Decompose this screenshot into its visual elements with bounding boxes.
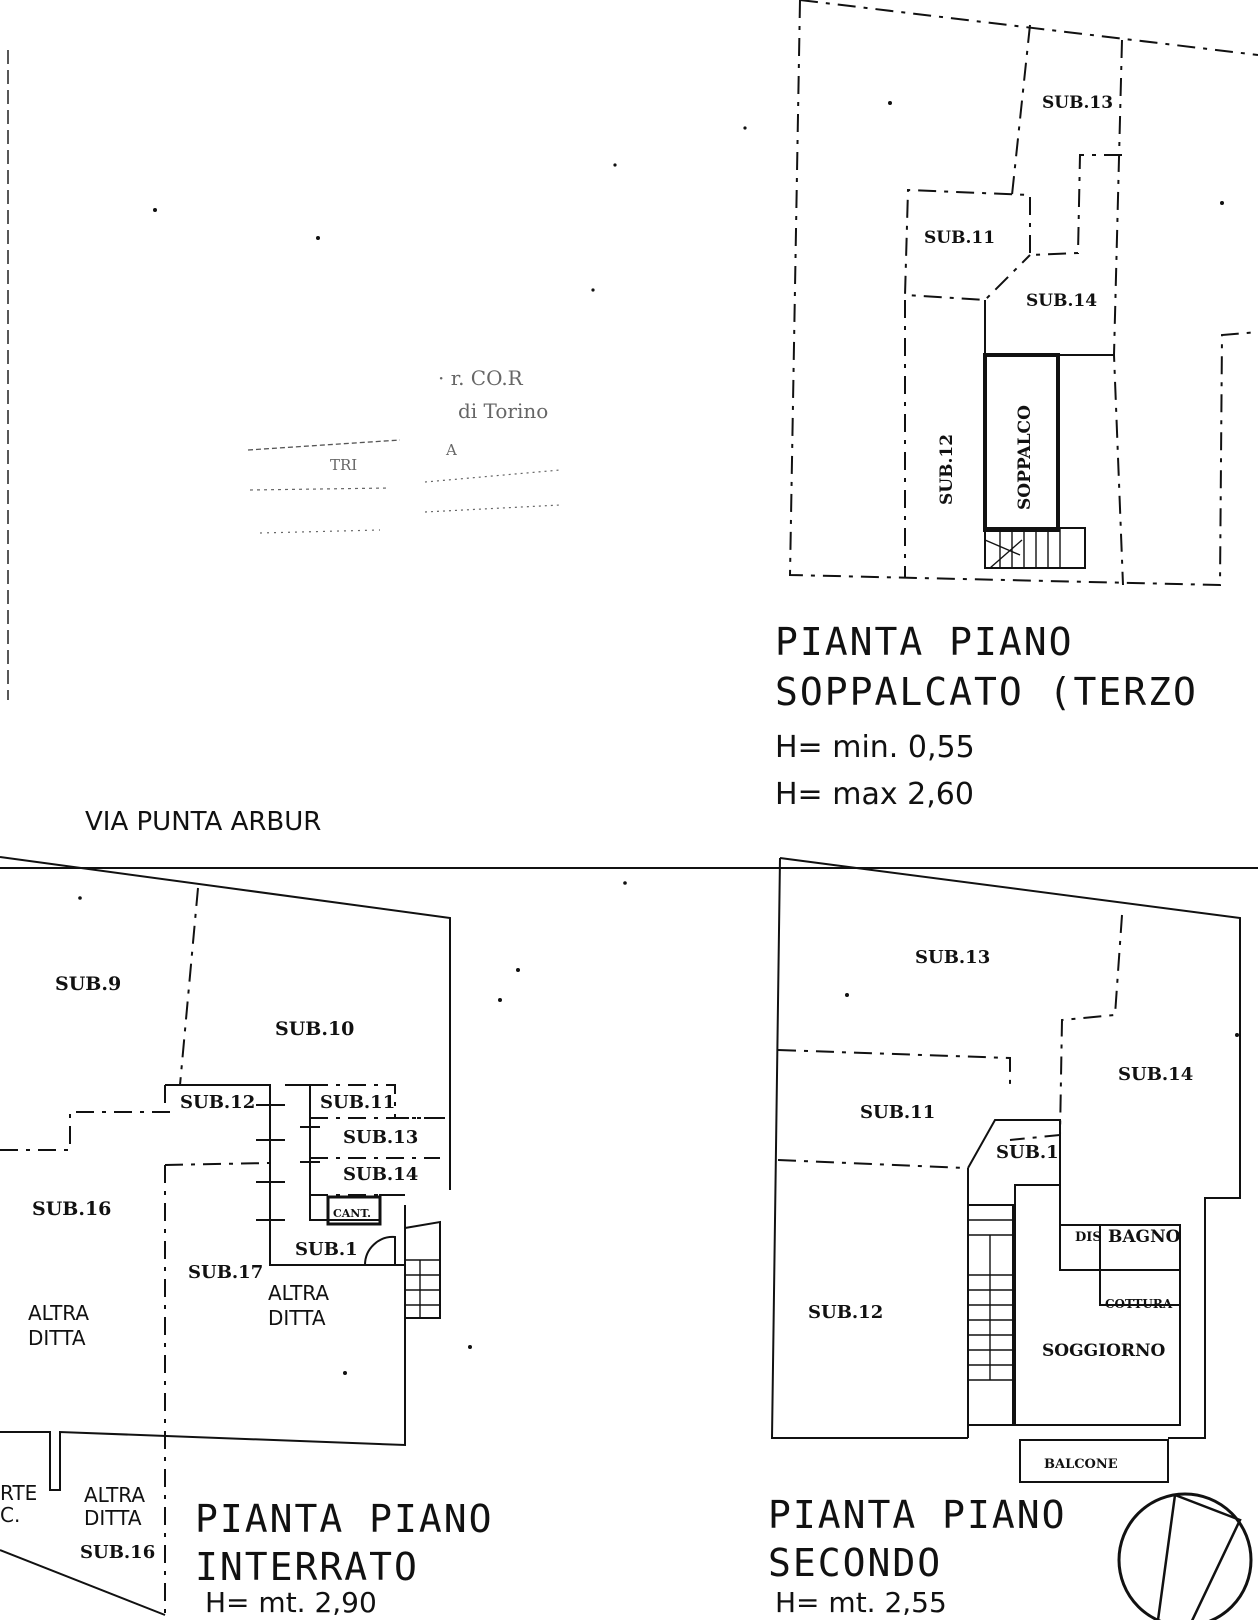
room-sub14-terzo: SUB.14 <box>1026 291 1097 311</box>
stair-terzo <box>984 527 1086 569</box>
room-sub14-secondo: SUB.14 <box>1118 1064 1193 1085</box>
room-sub11-terzo: SUB.11 <box>924 228 995 248</box>
speckles <box>78 101 1239 1375</box>
stair-interrato <box>404 1220 441 1319</box>
room-sub14-interrato: SUB.14 <box>343 1164 418 1185</box>
plan-secondo: SUB.13 SUB.14 SUB.11 SUB.1 DIS BAGNO COT… <box>768 857 1241 1619</box>
plan-title-interrato-line2: INTERRATO <box>195 1545 419 1589</box>
height-secondo: H= mt. 2,55 <box>775 1586 947 1619</box>
room-soggiorno: SOGGIORNO <box>1042 1341 1166 1361</box>
room-sub12-secondo: SUB.12 <box>808 1302 883 1323</box>
plan-title-secondo-line2: SECONDO <box>768 1541 942 1585</box>
stamp: · r. CO.R di Torino TRI A <box>247 366 561 534</box>
room-sub11-interrato: SUB.11 <box>320 1092 395 1113</box>
spiral-stair-interrato <box>363 1235 396 1266</box>
plan-interrato: SUB.9 SUB.10 SUB.12 SUB.11 SUB.13 SUB.14… <box>0 856 494 1620</box>
height-max-terzo: H= max 2,60 <box>775 777 974 812</box>
stamp-line-3: TRI <box>330 456 357 474</box>
room-cottura: COTTURA <box>1105 1297 1173 1311</box>
room-disimpegno: DIS <box>1075 1230 1102 1245</box>
street-label: VIA PUNTA ARBUR <box>85 807 321 837</box>
room-balcone: BALCONE <box>1044 1457 1118 1472</box>
room-sub10: SUB.10 <box>275 1018 354 1040</box>
room-sub16-lower: SUB.16 <box>80 1542 155 1563</box>
label-altra-ditta-b2: DITTA <box>28 1326 86 1350</box>
room-cantina: CANT. <box>333 1207 371 1220</box>
stamp-line-1: · r. CO.R <box>438 366 524 390</box>
plan-title-interrato-line1: PIANTA PIANO <box>195 1497 494 1541</box>
label-altra-ditta-a1: ALTRA <box>268 1281 329 1305</box>
room-bagno: BAGNO <box>1108 1227 1181 1247</box>
label-corte-2: C. <box>0 1503 20 1527</box>
apartment-outline <box>1014 1184 1181 1426</box>
label-altra-ditta-c2: DITTA <box>84 1506 142 1530</box>
room-sub12-interrato: SUB.12 <box>180 1092 255 1113</box>
label-altra-ditta-c1: ALTRA <box>84 1483 145 1507</box>
room-sub9: SUB.9 <box>55 973 121 995</box>
stamp-line-2: di Torino <box>458 399 548 423</box>
room-sub16: SUB.16 <box>32 1198 111 1220</box>
soppalco-box <box>983 353 1060 532</box>
label-altra-ditta-a2: DITTA <box>268 1306 326 1330</box>
plan-title-terzo-line1: PIANTA PIANO <box>775 620 1074 664</box>
height-min-terzo: H= min. 0,55 <box>775 730 975 765</box>
plan-soppalcato: SUB.13 SUB.11 SUB.14 SUB.12 SOPPALCO PIA… <box>775 0 1258 812</box>
room-sub11-secondo: SUB.11 <box>860 1102 935 1123</box>
north-arrow-icon <box>1117 1492 1253 1620</box>
room-sub12-terzo: SUB.12 <box>937 434 957 505</box>
plan-title-secondo-line1: PIANTA PIANO <box>768 1493 1067 1537</box>
room-sub13-interrato: SUB.13 <box>343 1127 418 1148</box>
label-corte-1: RTE <box>0 1481 37 1505</box>
stair-secondo <box>967 1204 1014 1426</box>
room-sub1-secondo: SUB.1 <box>996 1142 1059 1163</box>
height-interrato: H= mt. 2,90 <box>205 1586 377 1619</box>
balcone-box <box>1019 1439 1169 1483</box>
label-altra-ditta-b1: ALTRA <box>28 1301 89 1325</box>
room-sub17: SUB.17 <box>188 1262 263 1283</box>
plan-title-terzo-line2: SOPPALCATO (TERZO <box>775 670 1198 714</box>
stamp-line-4: A <box>445 441 457 459</box>
cantina-box <box>326 1195 382 1226</box>
room-sub1-interrato: SUB.1 <box>295 1239 358 1260</box>
room-sub13-secondo: SUB.13 <box>915 947 990 968</box>
room-soppalco: SOPPALCO <box>1015 405 1035 510</box>
room-sub13-terzo: SUB.13 <box>1042 93 1113 113</box>
